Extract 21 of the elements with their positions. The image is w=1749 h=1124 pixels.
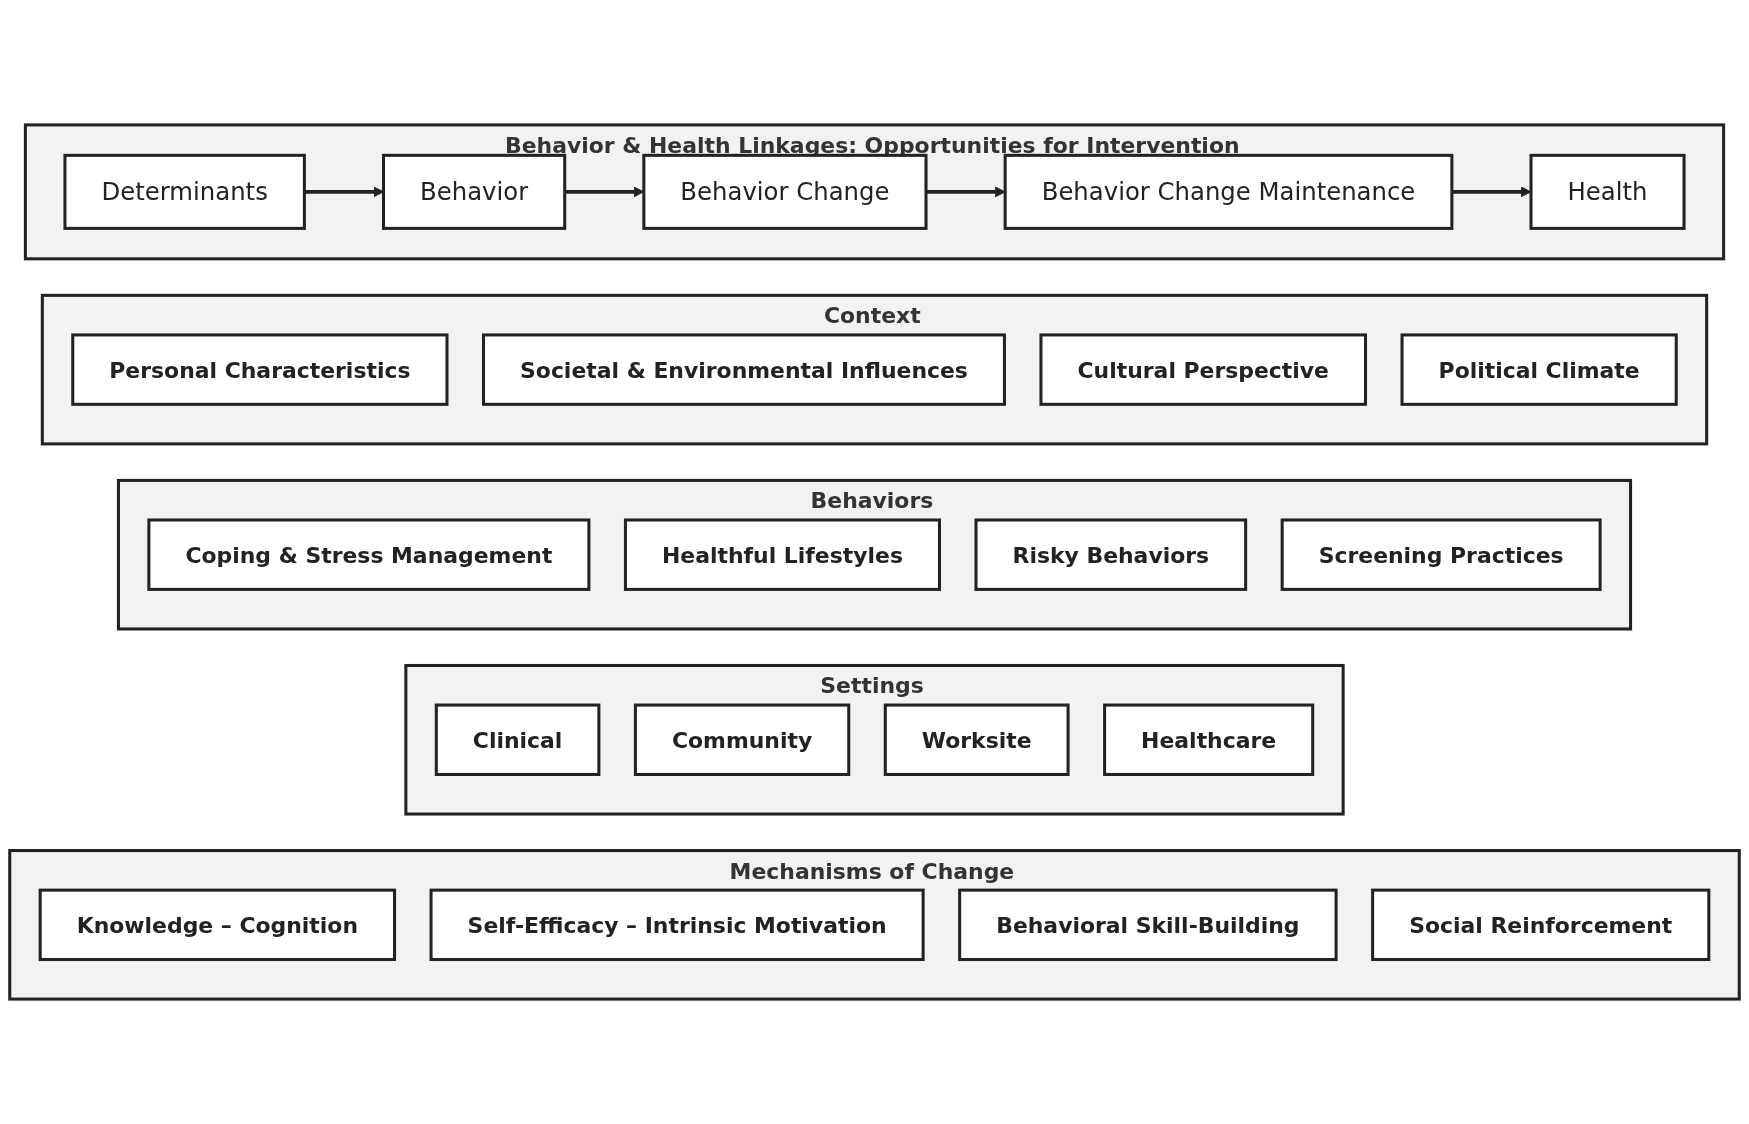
node-box: Behavior Change <box>642 153 928 230</box>
node-box: Political Climate <box>1400 333 1678 406</box>
node-box: Community <box>633 703 851 776</box>
node-box: Behavior Change Maintenance <box>1003 153 1454 230</box>
node-box: Behavior <box>382 153 567 230</box>
node-box: Cultural Perspective <box>1039 333 1368 406</box>
node-box: Healthcare <box>1103 703 1315 776</box>
node-box: Personal Characteristics <box>71 333 449 406</box>
node-box: Coping & Stress Management <box>147 518 591 591</box>
node-box: Clinical <box>434 703 601 776</box>
node-box: Worksite <box>883 703 1070 776</box>
node-box: Screening Practices <box>1280 518 1602 591</box>
node-box: Knowledge – Cognition <box>38 888 397 962</box>
node-box: Risky Behaviors <box>974 518 1248 591</box>
node-box: Societal & Environmental Influences <box>482 333 1006 406</box>
node-box: Behavioral Skill-Building <box>958 888 1338 962</box>
node-box: Social Reinforcement <box>1371 888 1711 962</box>
node-box: Healthful Lifestyles <box>623 518 941 591</box>
node-box: Health <box>1529 153 1686 230</box>
node-box: Self-Efficacy – Intrinsic Motivation <box>429 888 925 962</box>
node-box: Determinants <box>63 153 306 230</box>
